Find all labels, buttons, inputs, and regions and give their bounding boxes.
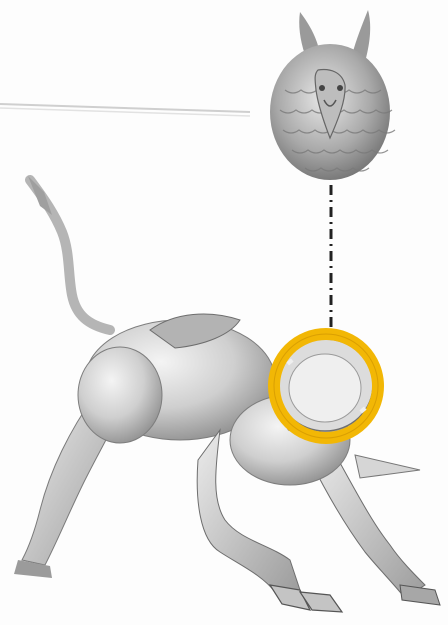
head-part bbox=[270, 10, 395, 180]
scan-line bbox=[0, 104, 250, 116]
